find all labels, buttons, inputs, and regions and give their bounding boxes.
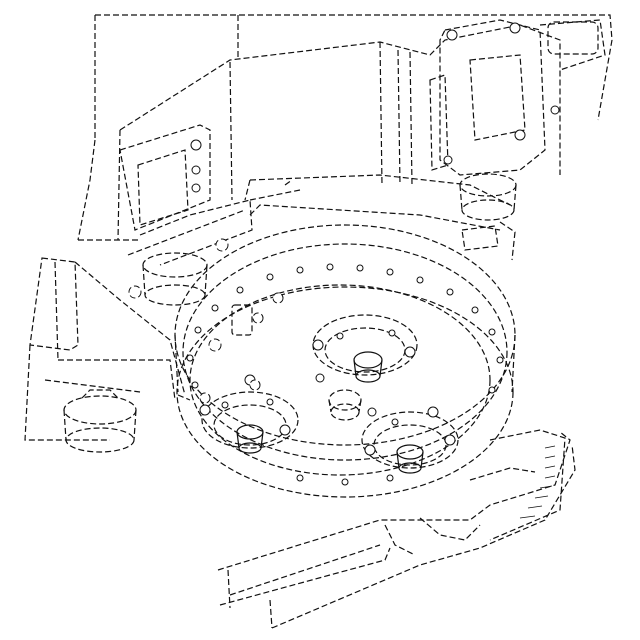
table-perimeter-holes [187,264,503,485]
center-hub [316,374,376,420]
motor-block [430,20,605,175]
fixture-station-3 [362,407,458,473]
discharge-chute [218,432,575,628]
upper-frame [78,15,612,240]
motor-bolt-holes [444,23,559,164]
left-pedestal [64,390,136,452]
left-bracket [120,125,252,265]
right-pedestal [460,174,516,220]
frame-links [78,180,300,400]
fixture-station-2 [200,375,298,453]
fixture-station-1 [313,315,417,382]
bracket-holes [191,140,201,192]
left-lower-block [25,258,185,440]
center-left-pedestal [129,239,228,305]
